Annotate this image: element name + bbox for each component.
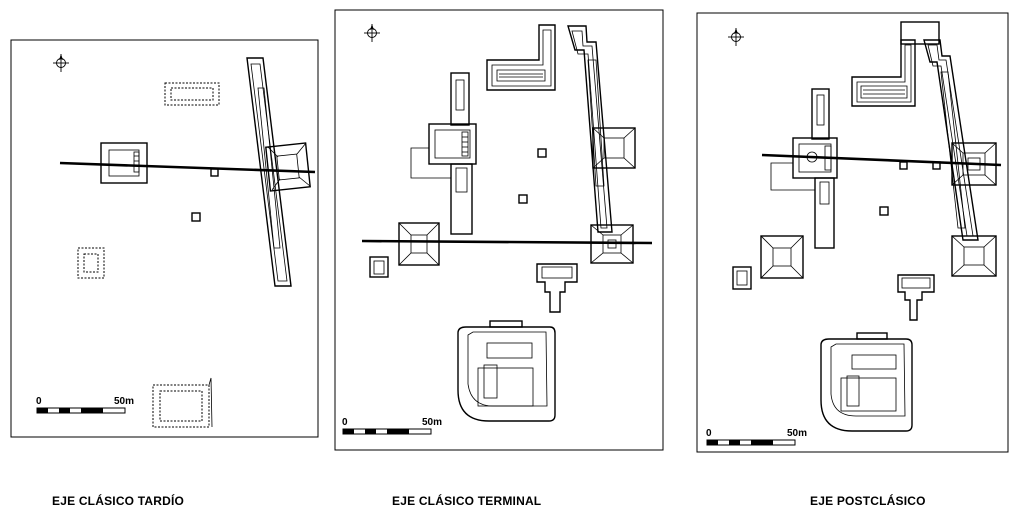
small-mound <box>369 256 389 278</box>
enclosure-south <box>457 320 556 422</box>
temple-central <box>410 72 477 235</box>
axis-line <box>761 153 1002 167</box>
scale-start-label: 0 <box>36 396 42 407</box>
scale-end-label: 50m <box>787 428 807 439</box>
temple-west <box>100 142 148 184</box>
scale-end-label: 50m <box>114 396 134 407</box>
scale-bar: 0 50m <box>342 417 442 435</box>
caption-clasico-terminal: EJE CLÁSICO TERMINAL <box>392 494 542 508</box>
dashed-structure-top <box>164 82 220 106</box>
scale-bar: 0 50m <box>706 428 807 446</box>
small-platform <box>191 212 201 222</box>
caption-clasico-tardio: EJE CLÁSICO TARDÍO <box>52 494 185 508</box>
axis-line <box>361 239 653 245</box>
panel-frame <box>334 9 664 451</box>
panel-postclasico: 0 50m <box>696 12 1009 453</box>
l-shaped-structure <box>851 39 916 107</box>
caption-postclasico: EJE POSTCLÁSICO <box>810 494 926 508</box>
panel-clasico-tardio: 0 50m <box>10 39 319 438</box>
axis-line <box>59 161 316 174</box>
small-mound <box>732 266 752 290</box>
enclosure-south <box>820 332 913 432</box>
scale-bar: 0 50m <box>36 396 134 414</box>
pyramid-west <box>760 235 804 279</box>
ballcourt-structure <box>536 263 578 313</box>
pyramid-west <box>398 222 440 266</box>
pyramid-southeast <box>590 224 634 264</box>
l-shaped-structure <box>486 24 556 91</box>
pyramid-east <box>592 127 636 169</box>
small-platform <box>518 194 528 204</box>
panel-frame <box>10 39 319 438</box>
scale-start-label: 0 <box>342 417 348 428</box>
dashed-structure-south <box>152 377 213 428</box>
scale-end-label: 50m <box>422 417 442 428</box>
pyramid-southeast <box>951 235 997 277</box>
ballcourt-structure <box>897 274 935 321</box>
panel-clasico-terminal: 0 50m <box>334 9 664 451</box>
small-platform <box>537 148 547 158</box>
north-platform <box>900 21 940 45</box>
small-platform <box>879 206 889 216</box>
dashed-structure-west <box>77 247 105 279</box>
long-range-structure <box>246 57 292 287</box>
scale-start-label: 0 <box>706 428 712 439</box>
